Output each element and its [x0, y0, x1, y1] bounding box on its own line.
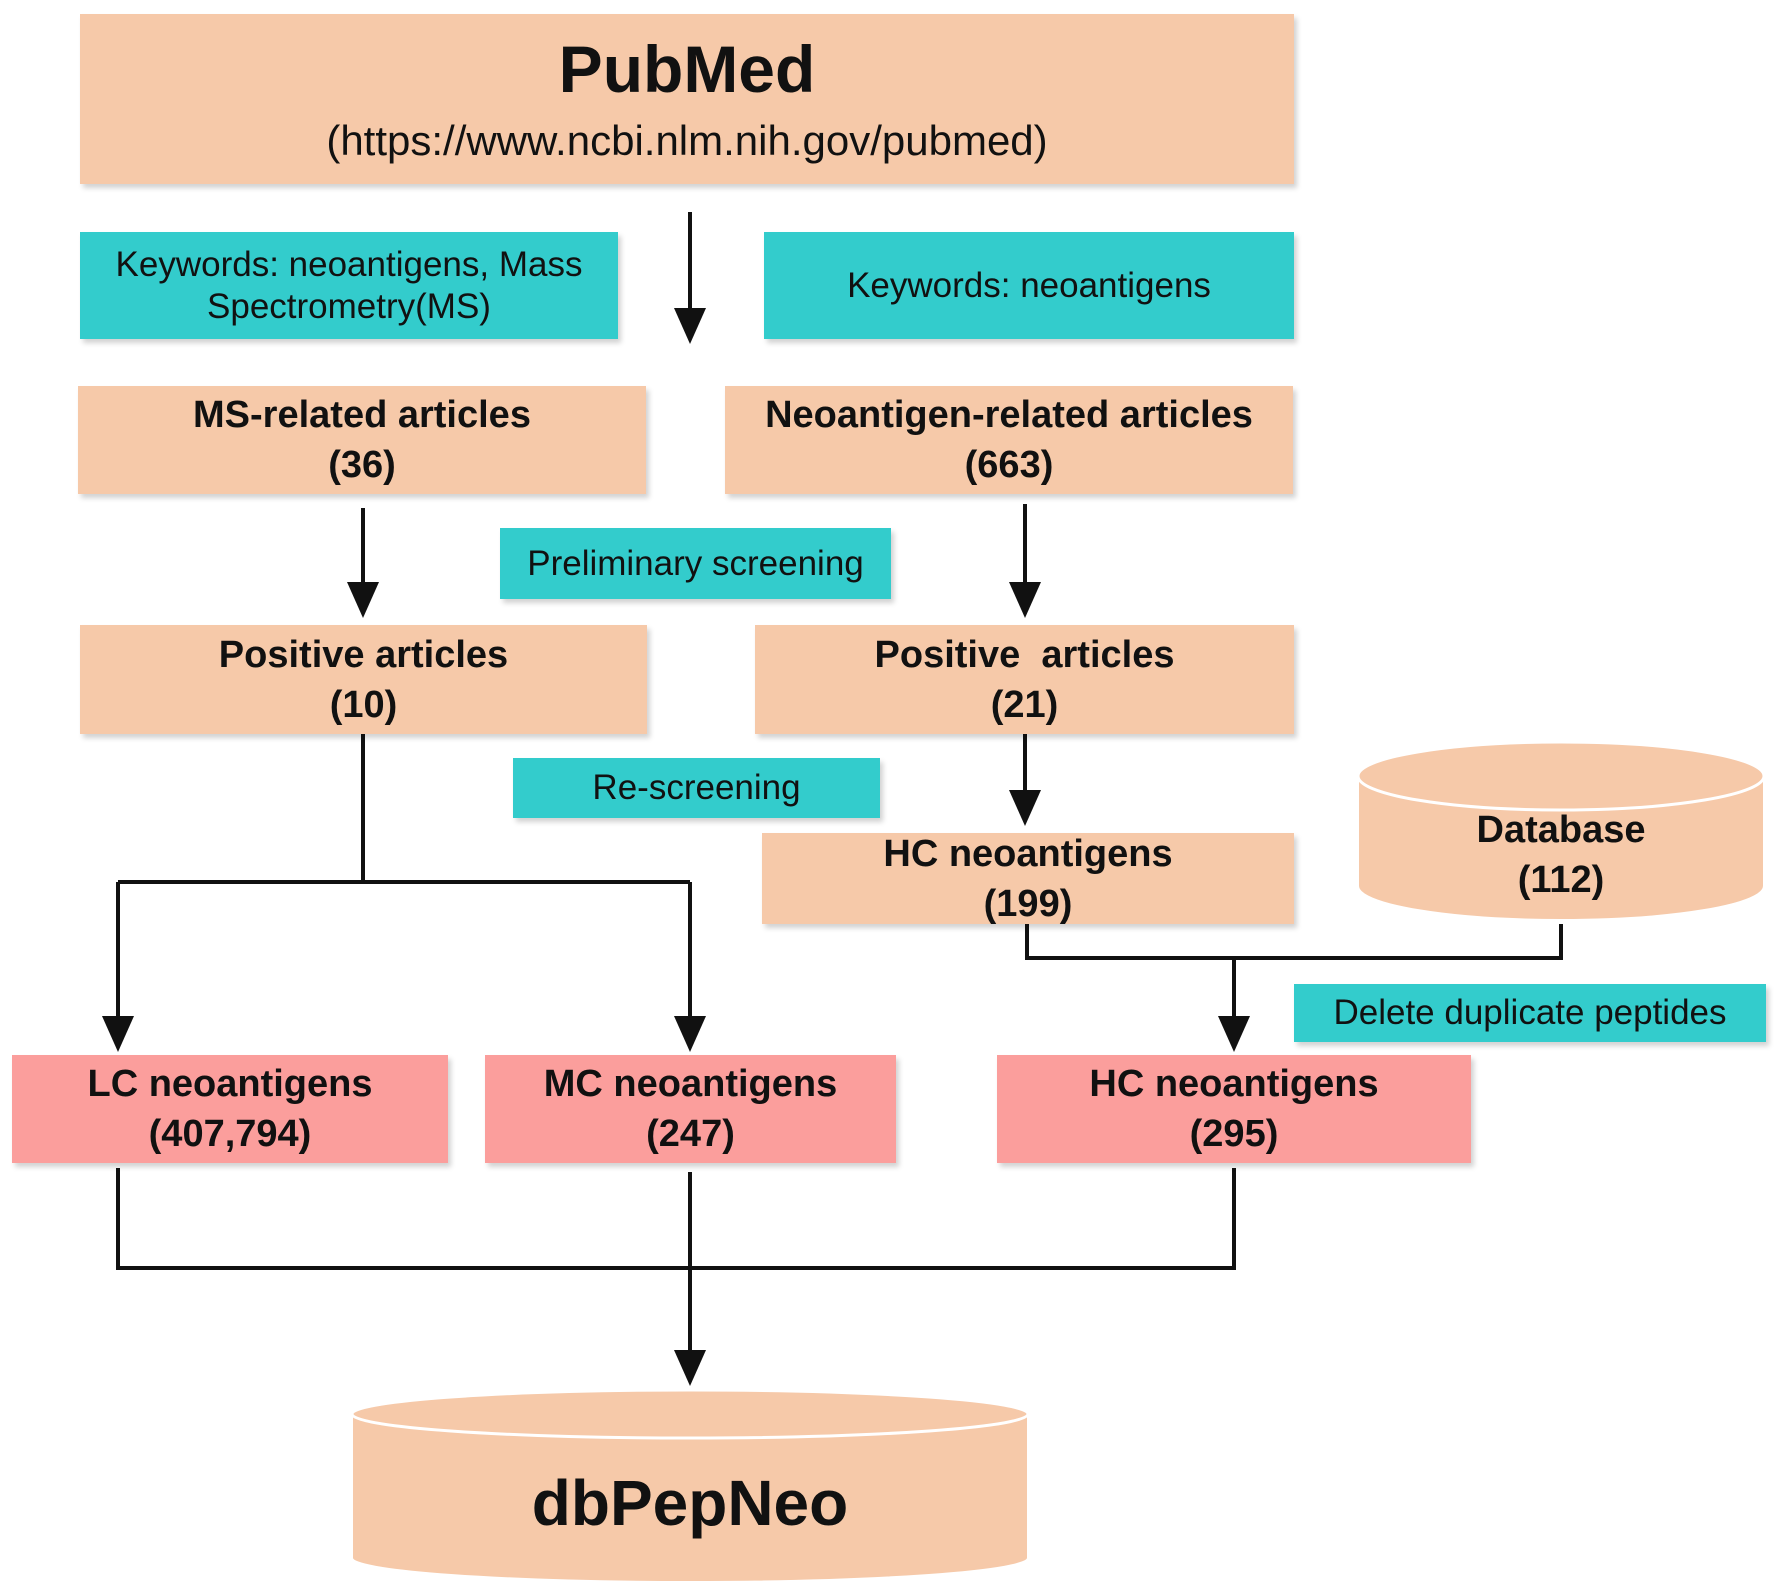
delete-duplicates-label: Delete duplicate peptides	[1333, 993, 1727, 1032]
keywords-ms-label: Keywords: neoantigens, Mass Spectrometry…	[115, 244, 583, 326]
keywords-neo-box: Keywords: neoantigens	[764, 232, 1294, 339]
keywords-ms-box: Keywords: neoantigens, Mass Spectrometry…	[80, 232, 618, 339]
keywords-neo-label: Keywords: neoantigens	[847, 265, 1211, 305]
rescreening-box: Re-screening	[513, 758, 880, 818]
neo-articles-box: Neoantigen-related articles (663)	[725, 386, 1293, 494]
hc-intermediate-label: HC neoantigens	[883, 832, 1173, 875]
ms-articles-count: (36)	[328, 444, 396, 486]
pubmed-title: PubMed	[558, 32, 816, 106]
positive-left-label: Positive articles	[218, 633, 509, 676]
lc-label: LC neoantigens	[87, 1063, 373, 1105]
hc-final-count: (295)	[1189, 1113, 1279, 1155]
neo-articles-count: (663)	[964, 444, 1054, 486]
mc-count: (247)	[646, 1113, 735, 1155]
line-outputs-merge	[116, 1168, 1236, 1270]
database-count: (112)	[1517, 859, 1605, 901]
dbpepneo-label: dbPepNeo	[531, 1467, 849, 1539]
ms-articles-label: MS-related articles	[193, 394, 531, 436]
ms-articles-box: MS-related articles (36)	[78, 386, 646, 494]
mc-label: MC neoantigens	[543, 1063, 838, 1105]
hc-intermediate-count: (199)	[983, 882, 1073, 925]
preliminary-screening-box: Preliminary screening	[500, 528, 891, 599]
database-label: Database	[1476, 809, 1646, 851]
hc-neoantigens-intermediate-box: HC neoantigens (199)	[762, 833, 1294, 925]
pubmed-url: (https://www.ncbi.nlm.nih.gov/pubmed)	[326, 117, 1048, 164]
line-hc-database-merge	[1025, 924, 1563, 960]
delete-duplicates-box: Delete duplicate peptides	[1294, 984, 1766, 1042]
hc-neoantigens-final-box: HC neoantigens (295)	[997, 1055, 1471, 1163]
database-cylinder-shape	[1356, 740, 1766, 921]
database-cylinder: Database (112)	[1356, 740, 1766, 922]
lc-count: (407,794)	[148, 1113, 312, 1155]
lc-neoantigens-box: LC neoantigens (407,794)	[12, 1055, 448, 1163]
preliminary-screening-label: Preliminary screening	[527, 543, 864, 583]
positive-left-count: (10)	[329, 683, 398, 726]
pubmed-box: PubMed (https://www.ncbi.nlm.nih.gov/pub…	[80, 14, 1294, 184]
rescreening-label: Re-screening	[592, 768, 801, 807]
positive-articles-right-box: Positive articles (21)	[755, 625, 1294, 734]
neo-articles-label: Neoantigen-related articles	[765, 394, 1253, 436]
hc-final-label: HC neoantigens	[1089, 1063, 1379, 1105]
positive-right-count: (21)	[990, 683, 1059, 726]
dbpepneo-cylinder: dbPepNeo	[350, 1386, 1030, 1586]
positive-articles-left-box: Positive articles (10)	[80, 625, 647, 734]
mc-neoantigens-box: MC neoantigens (247)	[485, 1055, 896, 1163]
dbpepneo-cylinder-shape	[350, 1388, 1030, 1583]
positive-right-label: Positive articles	[874, 633, 1175, 676]
